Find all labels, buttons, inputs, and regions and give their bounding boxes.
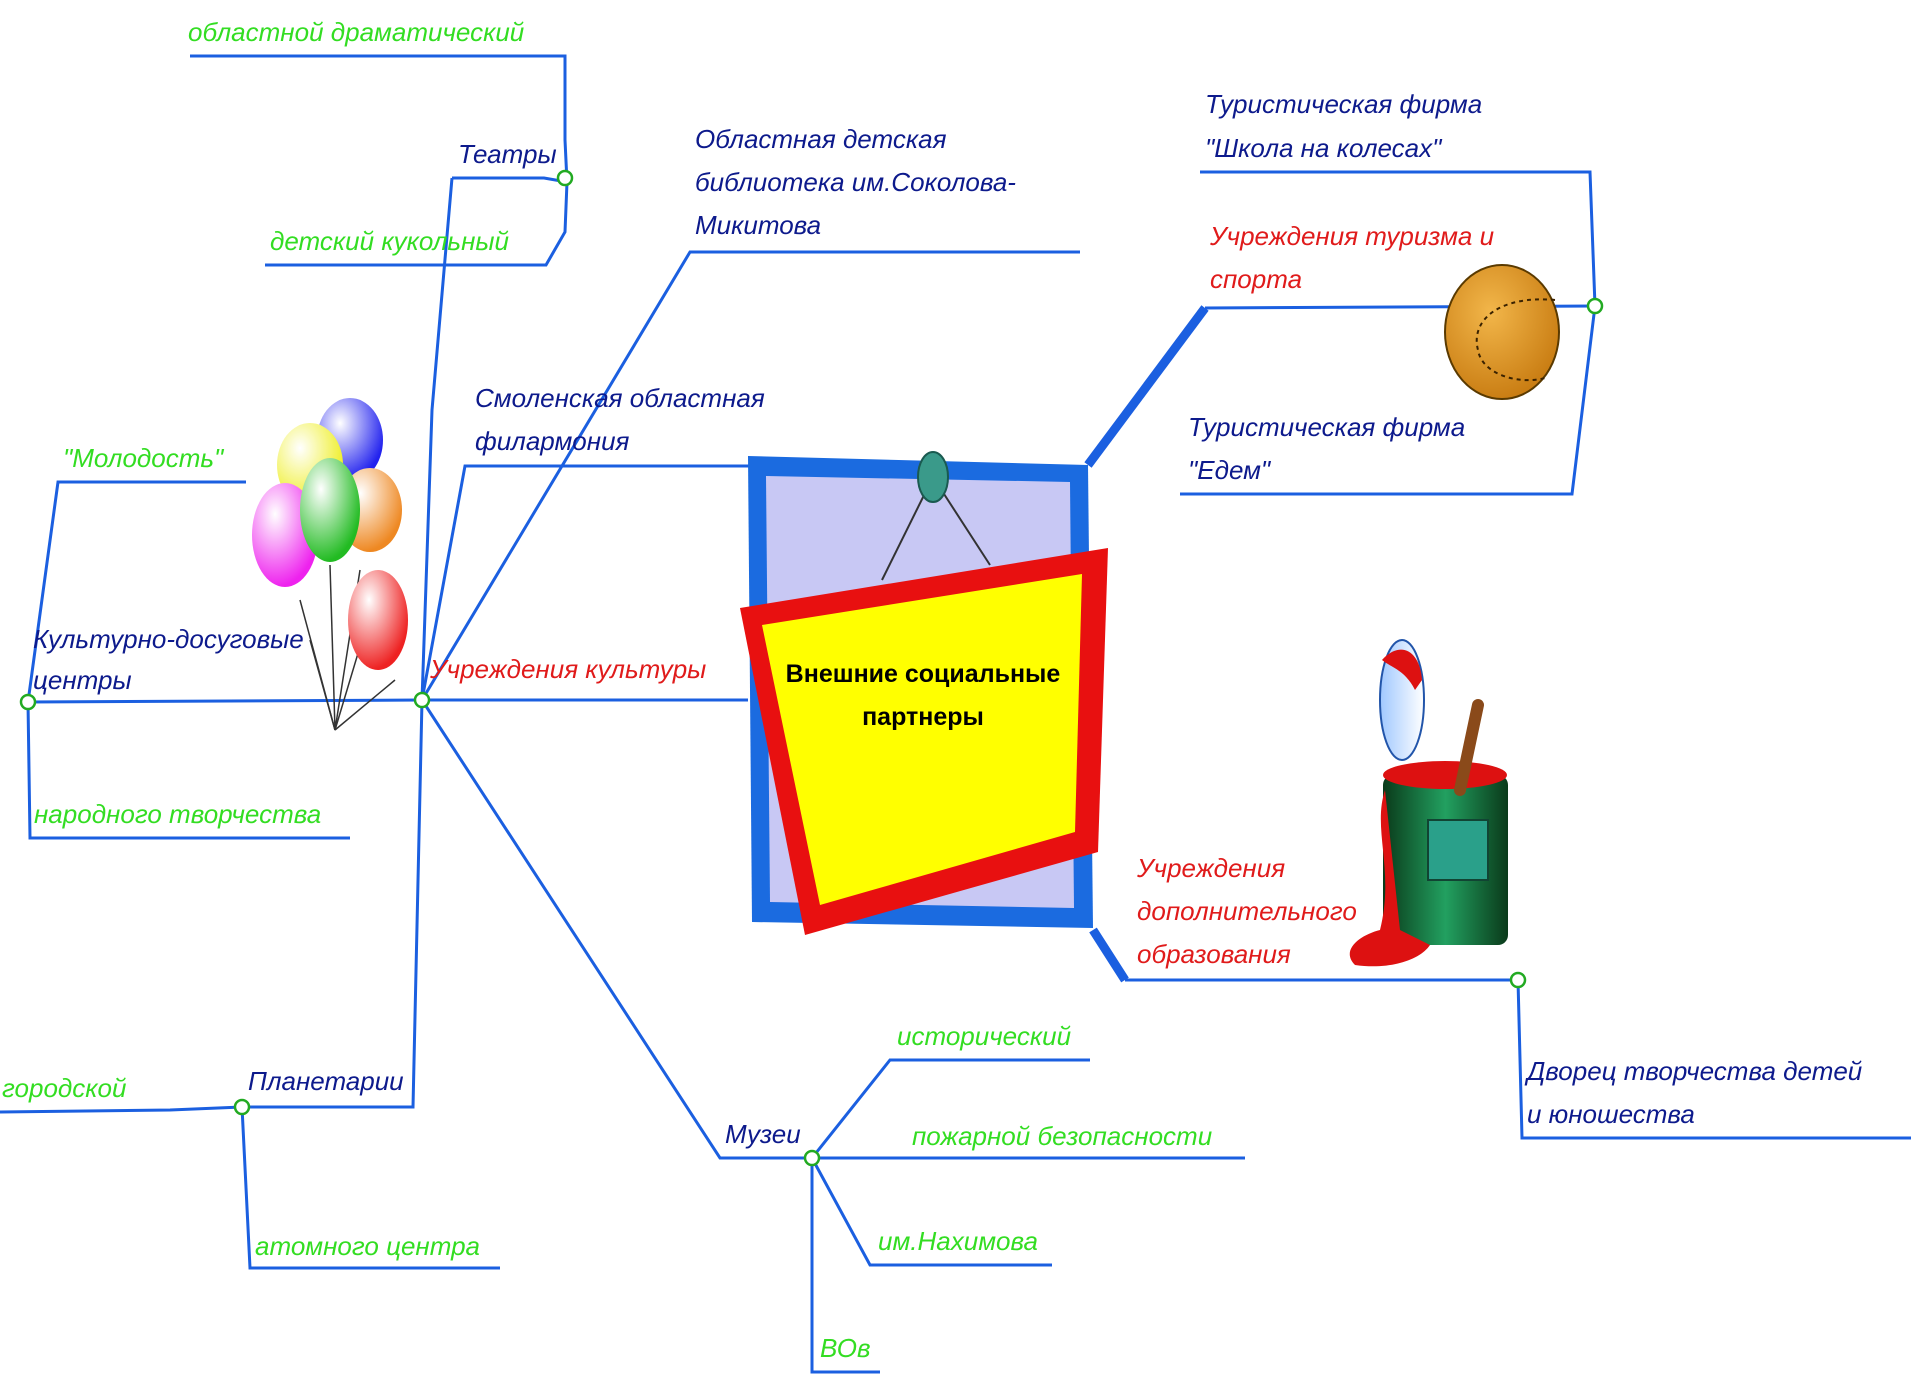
label-leisure-molodost: "Молодость" — [63, 443, 225, 473]
label-planetarium-city: городской — [2, 1073, 126, 1103]
center-title-line1: Внешние социальные — [786, 660, 1061, 688]
label-tour-edem-line1: Туристическая фирма — [1188, 412, 1465, 442]
node-planetariums — [233, 1098, 251, 1116]
label-leisure-line1: Культурно-досуговые — [33, 624, 304, 654]
label-culture: Учреждения культуры — [429, 654, 706, 684]
label-museum-fire: пожарной безопасности — [912, 1121, 1212, 1151]
label-theatre-drama: областной драматический — [188, 17, 524, 47]
paint-bucket-icon — [1349, 639, 1508, 967]
node-education — [1509, 971, 1527, 989]
center-title-line2: партнеры — [862, 703, 984, 731]
label-theatre-puppet: детский кукольный — [270, 226, 509, 256]
label-tourism-line2: спорта — [1210, 264, 1302, 294]
pin-icon — [917, 451, 949, 503]
label-philharmonic-line2: филармония — [475, 426, 630, 456]
label-leisure-folk: народного творчества — [34, 799, 321, 829]
label-library-line3: Микитова — [695, 210, 821, 240]
node-culture — [413, 691, 431, 709]
baseball-icon — [1444, 264, 1560, 400]
label-education-line3: образования — [1137, 939, 1291, 969]
label-tourism-line1: Учреждения туризма и — [1209, 221, 1494, 251]
label-education-line2: дополнительного — [1137, 896, 1357, 926]
label-tour-school-line1: Туристическая фирма — [1205, 89, 1482, 119]
node-leisure — [19, 693, 37, 711]
label-planetariums: Планетарии — [248, 1066, 404, 1096]
label-tour-school-line2: "Школа на колесах" — [1205, 133, 1443, 163]
label-tour-edem-line2: "Едем" — [1188, 455, 1272, 485]
label-museum-nakhimov: им.Нахимова — [878, 1226, 1038, 1256]
balloons-icon — [252, 398, 408, 731]
connectors — [0, 54, 1911, 1374]
node-museums — [803, 1149, 821, 1167]
label-museum-ww2: ВОв — [820, 1333, 871, 1363]
label-education-line1: Учреждения — [1136, 853, 1285, 883]
label-museums: Музеи — [725, 1119, 801, 1149]
label-library-line2: библиотека им.Соколова- — [695, 167, 1016, 197]
node-theatres — [556, 169, 574, 187]
label-leisure-line2: центры — [33, 665, 132, 695]
connector-nodes — [19, 169, 1604, 1167]
sign-yellow — [762, 574, 1082, 905]
label-theatres: Театры — [458, 139, 557, 169]
label-library-line1: Областная детская — [695, 124, 947, 154]
label-museum-historical: исторический — [897, 1021, 1071, 1051]
label-palace-line1: Дворец творчества детей — [1524, 1056, 1862, 1086]
node-tourism — [1586, 297, 1604, 315]
label-palace-line2: и юношества — [1527, 1099, 1695, 1129]
label-planetarium-atomic: атомного центра — [255, 1231, 480, 1261]
label-philharmonic-line1: Смоленская областная — [475, 383, 765, 413]
center-board — [740, 451, 1108, 935]
